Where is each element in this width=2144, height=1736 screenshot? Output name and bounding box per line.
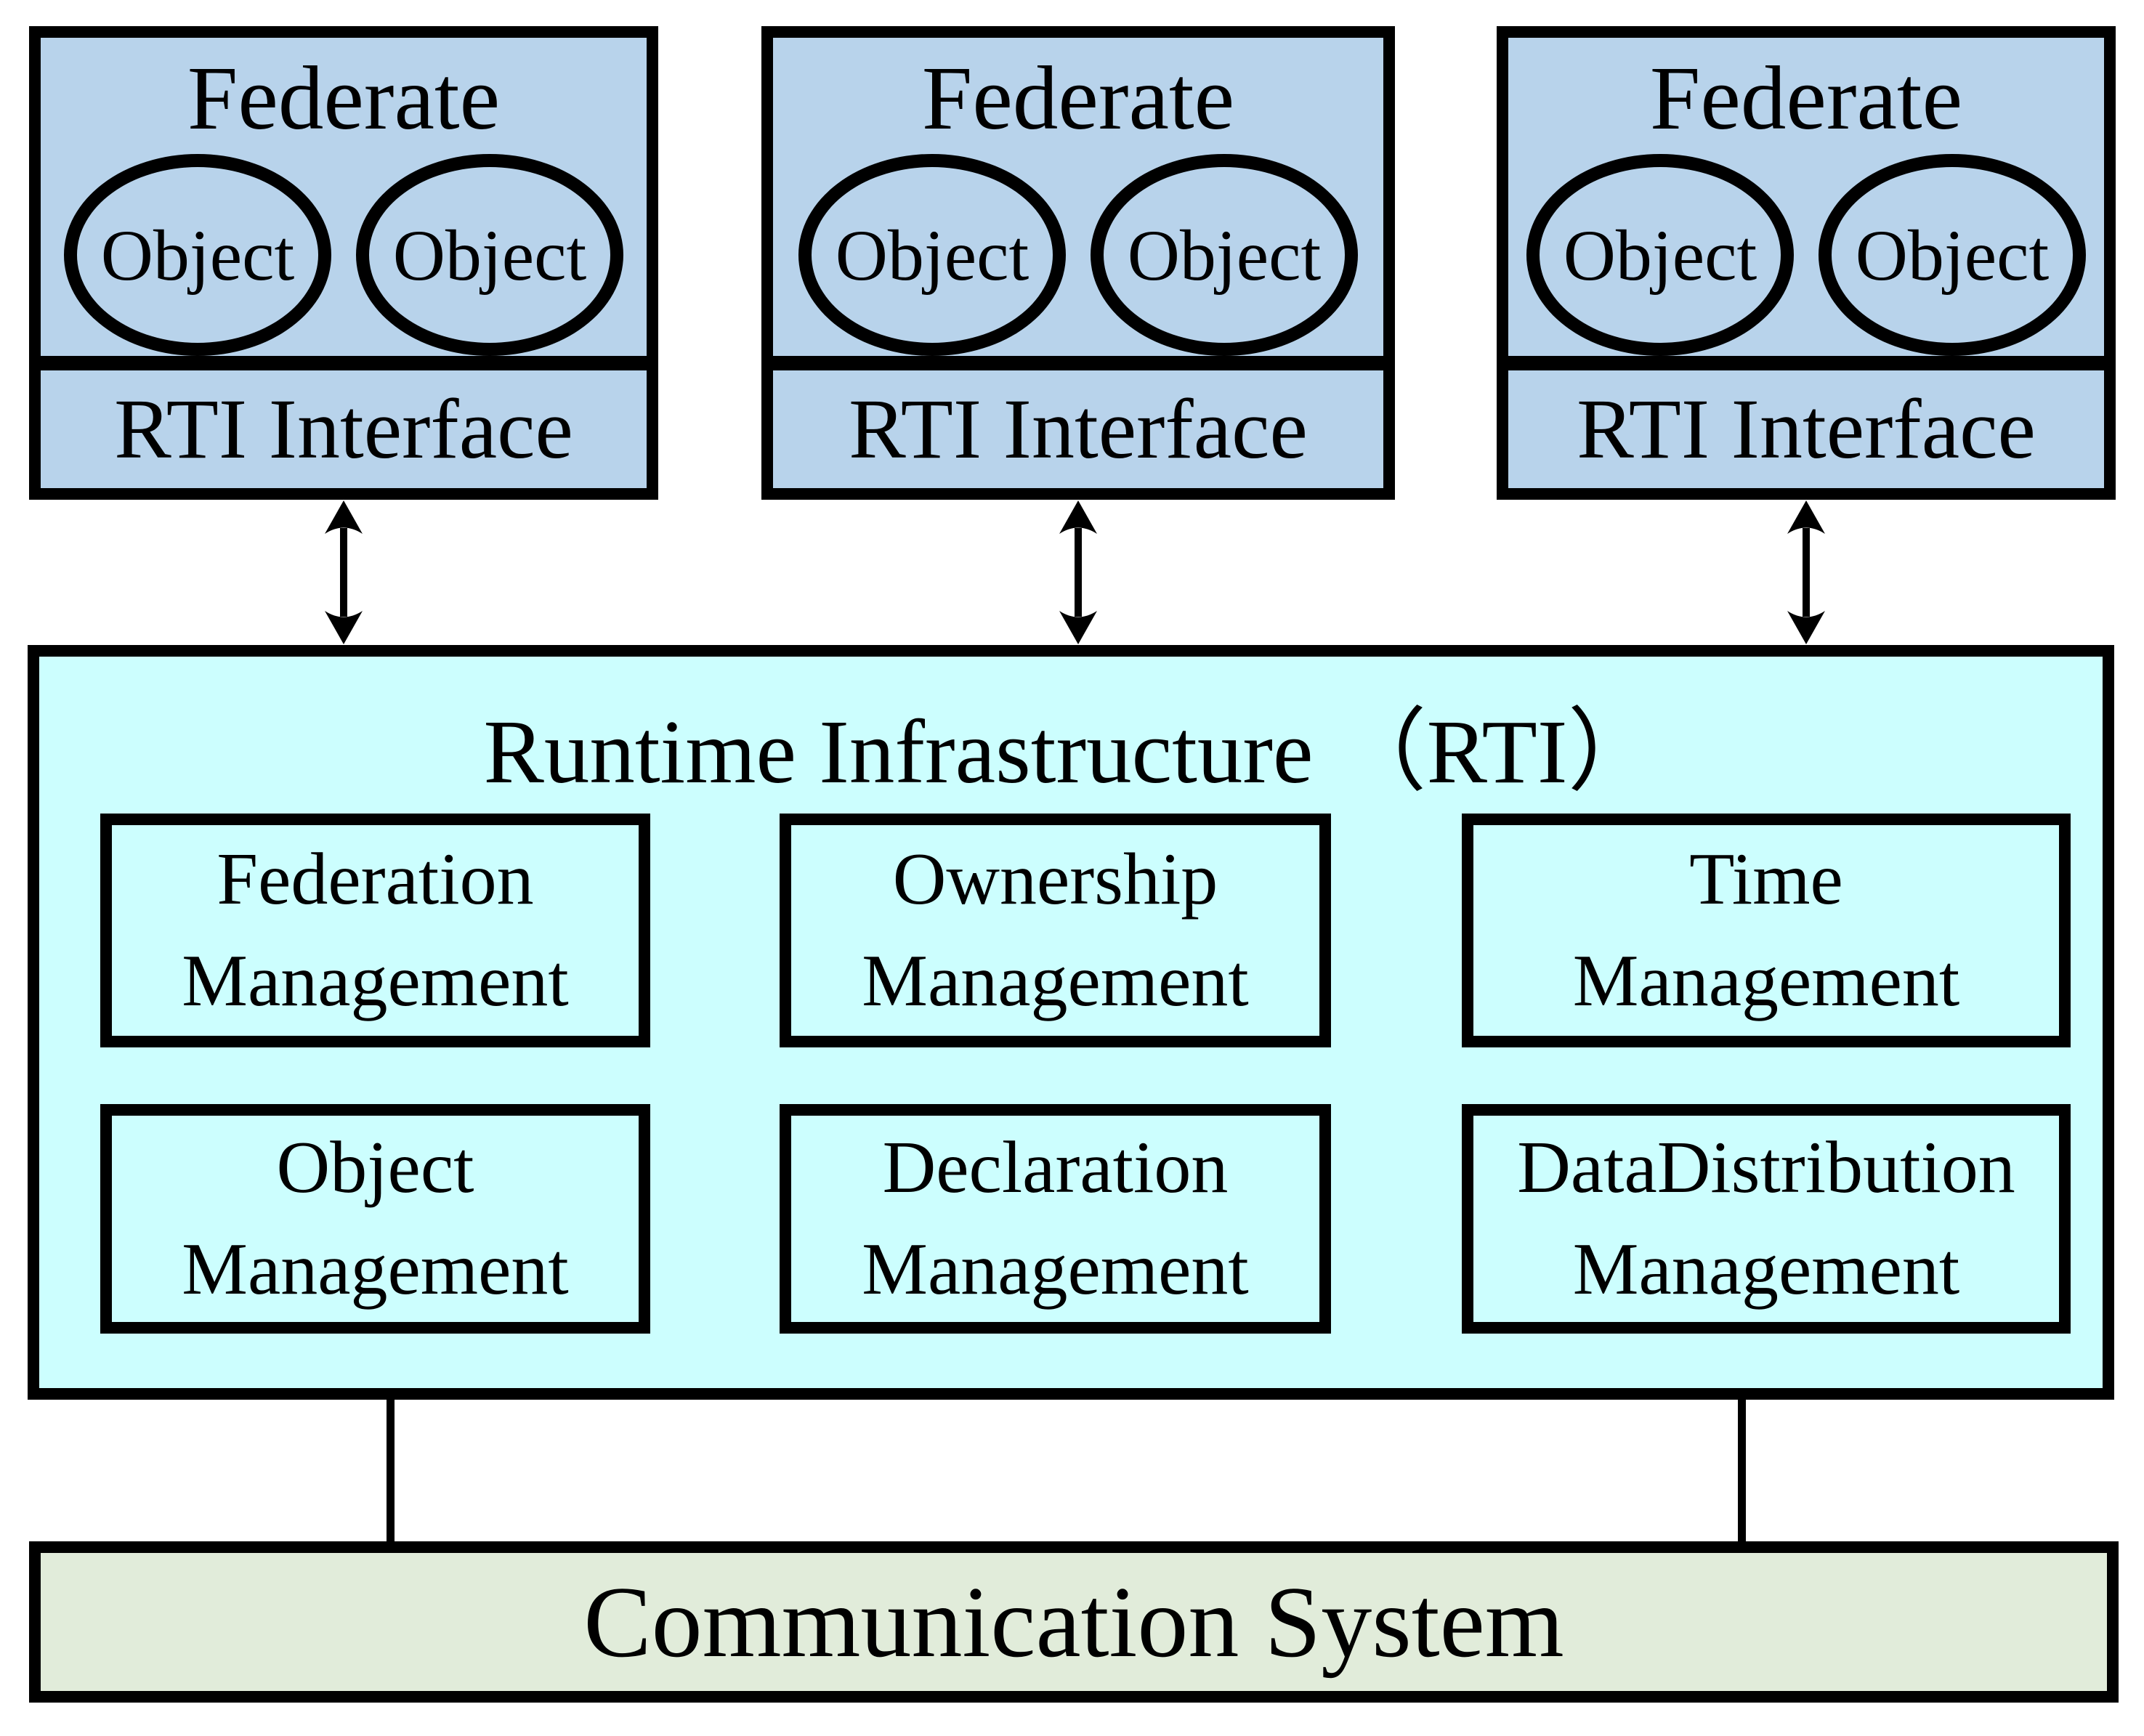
object-label: Object — [100, 214, 295, 296]
federate-2-objects: Object Object — [798, 154, 1358, 356]
module-box-datadistribution-management: DataDistribution Management — [1462, 1104, 2071, 1334]
connector-line-right — [1738, 1400, 1746, 1541]
federate-1-objects: Object Object — [64, 154, 623, 356]
module-box-object-management: Object Management — [100, 1104, 650, 1334]
federate-box-1: Federate Object Object RTI Interface — [29, 26, 658, 500]
federate-3-objects: Object Object — [1526, 154, 2086, 356]
rti-interface-label: RTI Interface — [114, 381, 573, 476]
federate-3-body: Federate Object Object — [1508, 38, 2104, 356]
rti-interface-label: RTI Interface — [1577, 381, 2036, 476]
object-label: Object — [1127, 214, 1322, 296]
module-label-line: Management — [862, 940, 1249, 1022]
module-label-line: Ownership — [892, 838, 1218, 920]
object-ellipse: Object — [1819, 154, 2086, 356]
bidirectional-arrow-icon — [321, 500, 366, 644]
module-box-declaration-management: Declaration Management — [780, 1104, 1331, 1334]
object-ellipse: Object — [356, 154, 623, 356]
federate-3-title: Federate — [1649, 49, 1963, 149]
bidirectional-arrow-icon — [1056, 500, 1101, 644]
module-label-line: DataDistribution — [1517, 1127, 2015, 1209]
federate-2-rti-interface-section: RTI Interface — [773, 370, 1383, 488]
federate-1-rti-interface-section: RTI Interface — [41, 370, 647, 488]
object-ellipse: Object — [798, 154, 1066, 356]
federate-2-body: Federate Object Object — [773, 38, 1383, 356]
federate-box-3: Federate Object Object RTI Interface — [1497, 26, 2116, 500]
federate-1-title: Federate — [187, 49, 501, 149]
module-box-federation-management: Federation Management — [100, 814, 650, 1047]
federate-3-divider — [1508, 356, 2104, 370]
module-label-line: Management — [1572, 940, 1960, 1022]
object-label: Object — [835, 214, 1029, 296]
module-label-line: Management — [1572, 1228, 1960, 1310]
connector-line-left — [387, 1400, 395, 1541]
module-label-line: Time — [1689, 838, 1843, 920]
federate-1-body: Federate Object Object — [41, 38, 647, 356]
module-box-ownership-management: Ownership Management — [780, 814, 1331, 1047]
federate-2-divider — [773, 356, 1383, 370]
object-label: Object — [392, 214, 587, 296]
rti-interface-label: RTI Interface — [849, 381, 1308, 476]
rti-box: Runtime Infrastructure （RTI） Federation … — [28, 645, 2114, 1400]
module-label-line: Management — [182, 1228, 569, 1310]
object-ellipse: Object — [64, 154, 331, 356]
module-label-line: Declaration — [882, 1127, 1229, 1209]
module-label-line: Federation — [217, 838, 534, 920]
communication-system-label: Communication System — [583, 1565, 1564, 1679]
object-label: Object — [1855, 214, 2050, 296]
module-label-line: Object — [276, 1127, 474, 1209]
object-ellipse: Object — [1091, 154, 1358, 356]
federate-2-title: Federate — [921, 49, 1235, 149]
module-label-line: Management — [182, 940, 569, 1022]
federate-3-rti-interface-section: RTI Interface — [1508, 370, 2104, 488]
communication-system-box: Communication System — [29, 1541, 2119, 1703]
bidirectional-arrow-icon — [1784, 500, 1829, 644]
federate-1-divider — [41, 356, 647, 370]
rti-title: Runtime Infrastructure （RTI） — [483, 702, 1659, 803]
federate-box-2: Federate Object Object RTI Interface — [761, 26, 1395, 500]
object-ellipse: Object — [1526, 154, 1794, 356]
module-label-line: Management — [862, 1228, 1249, 1310]
object-label: Object — [1563, 214, 1757, 296]
module-box-time-management: Time Management — [1462, 814, 2071, 1047]
